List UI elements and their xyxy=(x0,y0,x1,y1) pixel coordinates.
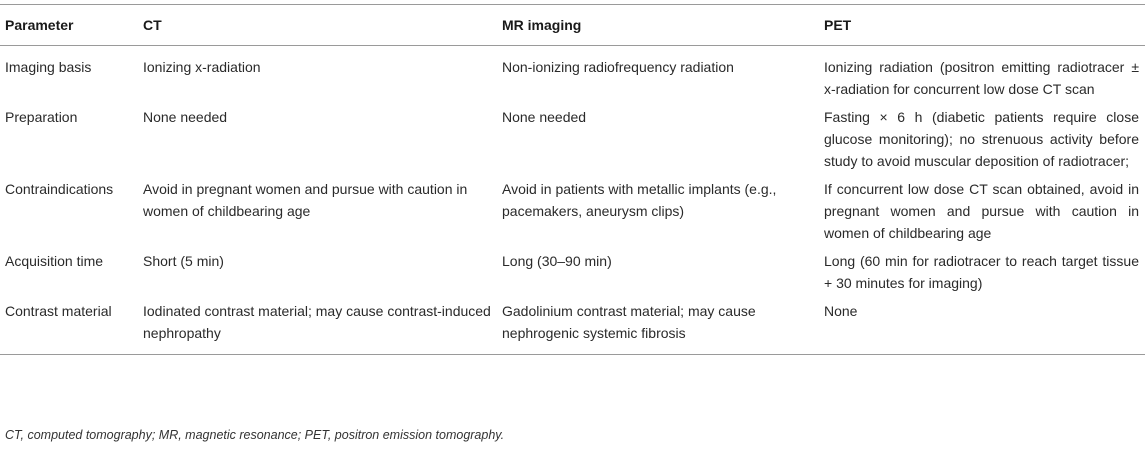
row-parameter: Contraindications xyxy=(5,181,114,197)
cell-ct: Iodinated contrast material; may cause c… xyxy=(143,303,491,341)
table-body: Imaging basis Ionizing x-radiation Non-i… xyxy=(0,46,1145,355)
cell-pet: None xyxy=(824,303,858,319)
table-row: Preparation None needed None needed Fast… xyxy=(0,103,1145,175)
cell-pet: Fasting × 6 h (diabetic patients require… xyxy=(824,109,1139,169)
cell-ct: Ionizing x-radiation xyxy=(143,59,261,75)
header-pet: PET xyxy=(824,17,852,33)
cell-ct: None needed xyxy=(143,109,228,125)
header-mr: MR imaging xyxy=(502,17,582,33)
table-row: Contrast material Iodinated contrast mat… xyxy=(0,297,1145,355)
cell-pet: Long (60 min for radiotracer to reach ta… xyxy=(824,253,1139,291)
table-row: Contraindications Avoid in pregnant wome… xyxy=(0,175,1145,247)
cell-mr: Non-ionizing radiofrequency radiation xyxy=(502,59,734,75)
table-footnote: CT, computed tomography; MR, magnetic re… xyxy=(5,428,505,442)
cell-ct: Short (5 min) xyxy=(143,253,224,269)
cell-pet: Ionizing radiation (positron emitting ra… xyxy=(824,59,1139,97)
table-row: Acquisition time Short (5 min) Long (30–… xyxy=(0,247,1145,297)
comparison-table: Parameter CT MR imaging PET Imaging basi… xyxy=(0,4,1145,355)
row-parameter: Imaging basis xyxy=(5,59,92,75)
cell-ct: Avoid in pregnant women and pursue with … xyxy=(143,181,468,219)
row-parameter: Acquisition time xyxy=(5,253,104,269)
row-parameter: Preparation xyxy=(5,109,78,125)
header-parameter: Parameter xyxy=(5,17,74,33)
header-row: Parameter CT MR imaging PET xyxy=(0,4,1145,46)
table-row: Imaging basis Ionizing x-radiation Non-i… xyxy=(0,46,1145,104)
row-parameter: Contrast material xyxy=(5,303,112,319)
cell-mr: None needed xyxy=(502,109,587,125)
cell-mr: Gadolinium contrast material; may cause … xyxy=(502,303,756,341)
cell-pet: If concurrent low dose CT scan obtained,… xyxy=(824,181,1139,241)
cell-mr: Long (30–90 min) xyxy=(502,253,612,269)
header-ct: CT xyxy=(143,17,162,33)
table-header: Parameter CT MR imaging PET xyxy=(0,4,1145,46)
cell-mr: Avoid in patients with metallic implants… xyxy=(502,181,777,219)
